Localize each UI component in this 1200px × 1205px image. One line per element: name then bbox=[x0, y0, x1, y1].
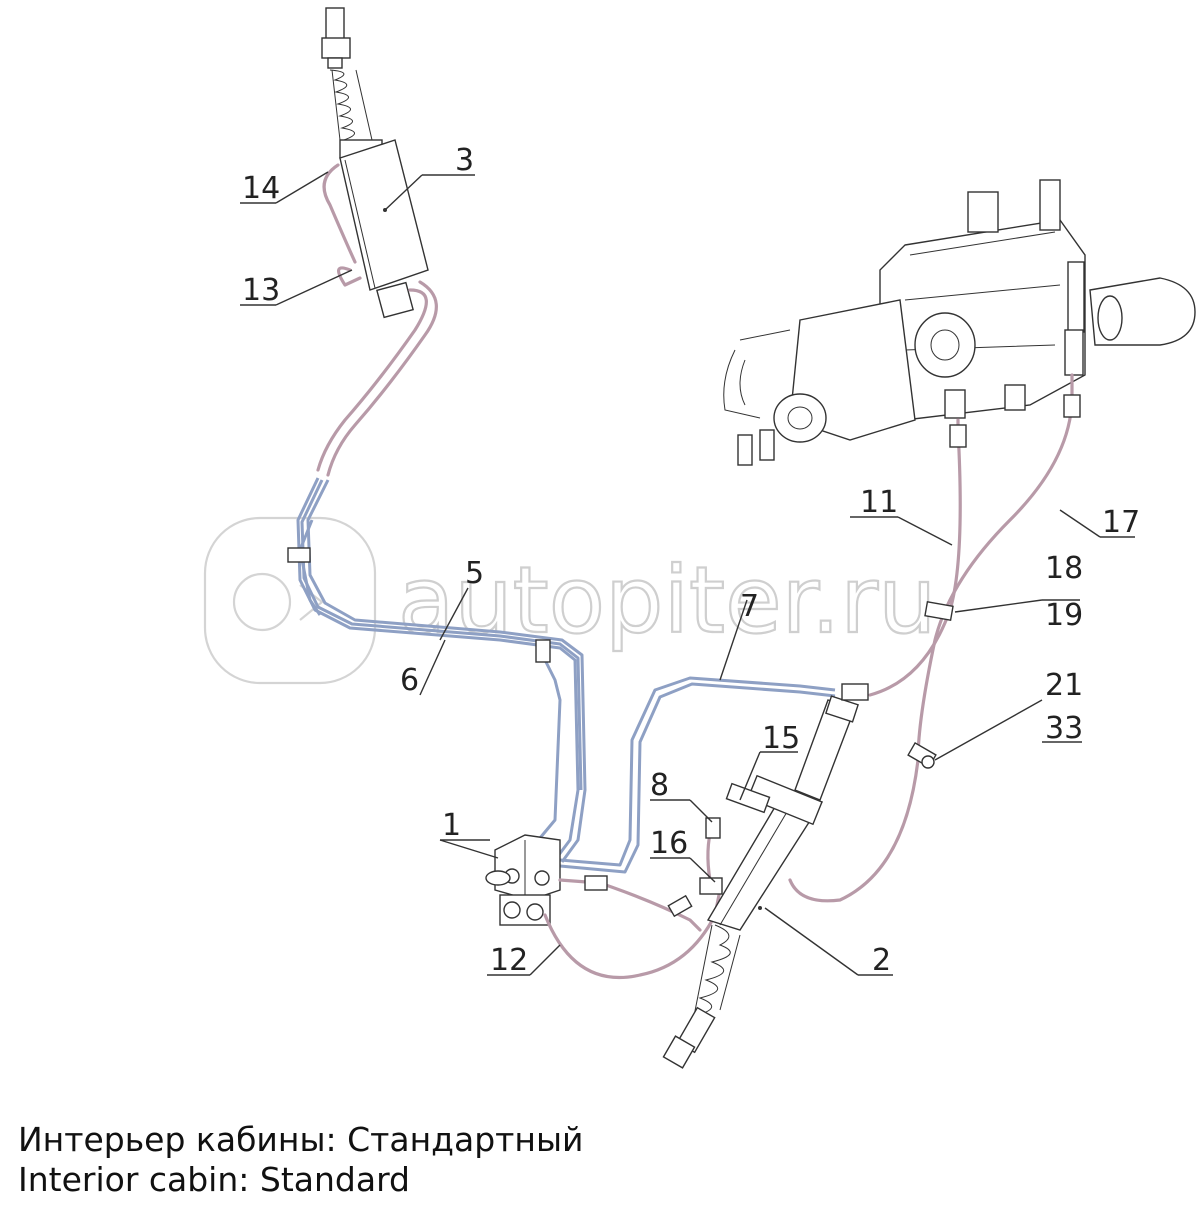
callout-12: 12 bbox=[490, 943, 528, 978]
callout-7: 7 bbox=[740, 589, 759, 624]
callout-19: 17 bbox=[1102, 505, 1140, 540]
callout-21: 21 bbox=[1045, 668, 1083, 703]
hydraulic-steering-diagram: autopiter.ru bbox=[203, 7, 1196, 1069]
callout-11: 11 bbox=[860, 485, 898, 520]
caption-ru: Интерьер кабины: Стандартный bbox=[18, 1120, 584, 1159]
caption-en: Interior cabin: Standard bbox=[18, 1160, 411, 1199]
callout-5: 5 bbox=[465, 556, 484, 591]
callout-14: 14 bbox=[242, 171, 280, 206]
steering-cylinder-2 bbox=[662, 695, 859, 1069]
steering-cylinder-3 bbox=[321, 7, 429, 319]
callout-16: 16 bbox=[650, 826, 688, 861]
callout-13: 13 bbox=[242, 273, 280, 308]
callout-3: 3 bbox=[455, 143, 474, 178]
callout-6: 6 bbox=[400, 663, 419, 698]
pump-assembly bbox=[723, 179, 1196, 466]
callout-15: 15 bbox=[762, 721, 800, 756]
callout-1: 1 bbox=[442, 808, 461, 843]
callout-17: 18 bbox=[1045, 551, 1083, 586]
watermark-text: autopiter.ru bbox=[398, 547, 936, 654]
callout-2: 2 bbox=[872, 943, 891, 978]
callout-33: 33 bbox=[1045, 711, 1083, 746]
watermark: autopiter.ru bbox=[203, 516, 938, 685]
callout-8: 8 bbox=[650, 768, 669, 803]
callout-18: 19 bbox=[1045, 598, 1083, 633]
steering-valve-1 bbox=[485, 834, 561, 926]
